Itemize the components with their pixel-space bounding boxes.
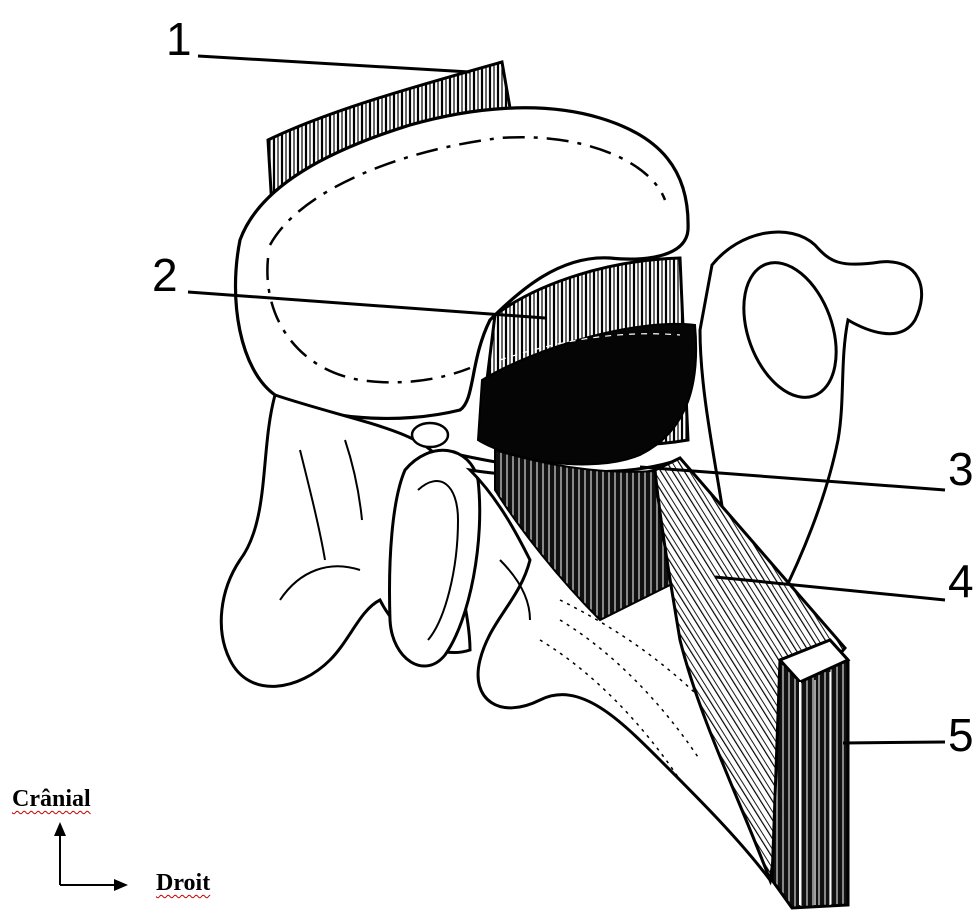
leader-line-1 — [198, 56, 470, 72]
label-2: 2 — [152, 252, 178, 298]
label-1: 1 — [166, 16, 192, 62]
right-arrowhead — [114, 879, 128, 891]
supraspinous-ligament — [772, 640, 848, 908]
label-4: 4 — [948, 558, 974, 604]
cranial-arrowhead — [54, 822, 66, 836]
leader-line-5 — [843, 742, 945, 743]
label-5: 5 — [948, 712, 974, 758]
label-3: 3 — [948, 446, 974, 492]
cranial-label: Crânial — [12, 786, 91, 813]
right-label: Droit — [156, 870, 210, 897]
